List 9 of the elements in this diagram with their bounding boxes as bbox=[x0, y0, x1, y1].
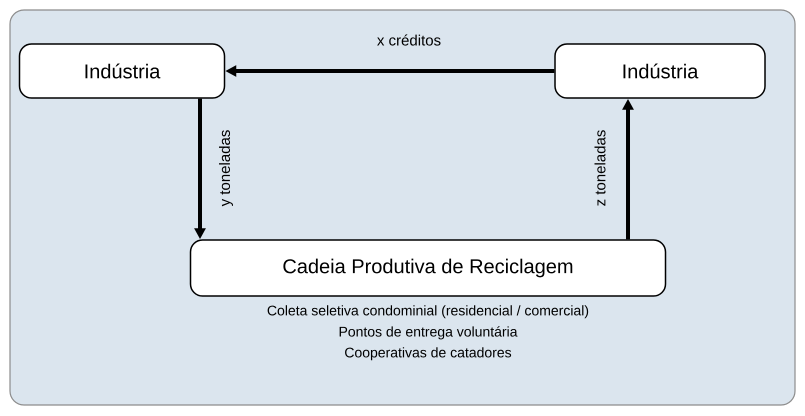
edge-label: y toneladas bbox=[219, 130, 233, 206]
process-box: Cadeia Produtiva de Reciclagem bbox=[190, 239, 666, 297]
edge-label: x créditos bbox=[377, 34, 441, 46]
caption-text: Pontos de entrega voluntária bbox=[340, 326, 518, 340]
process-box: Indústria bbox=[18, 43, 226, 99]
caption-text: Coleta seletiva condominial (residencial / comercial) bbox=[268, 305, 588, 318]
caption-text: Cooperativas de catadores bbox=[345, 347, 512, 360]
process-box: Indústria bbox=[554, 43, 766, 99]
edge-label: z toneladas bbox=[594, 130, 606, 206]
